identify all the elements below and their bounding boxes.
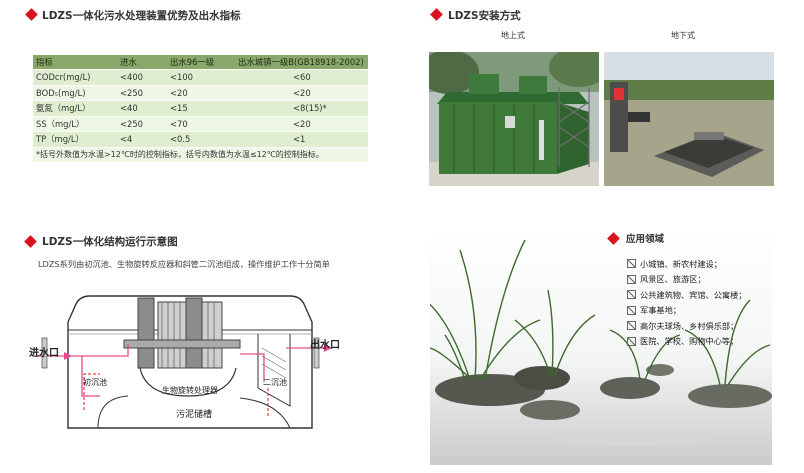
table-cell: <15 — [167, 100, 235, 117]
table-cell: CODcr(mg/L) — [33, 69, 117, 86]
section-marker-icon — [430, 8, 443, 21]
section-marker-icon — [25, 8, 38, 21]
table-row: CODcr(mg/L) <400 <100 <60 — [33, 69, 368, 86]
application-item: 高尔夫球场、乡村俱乐部； — [640, 320, 739, 331]
application-item: 风景区、旅游区； — [640, 274, 706, 285]
table-cell: <400 — [117, 69, 167, 86]
table-cell: <70 — [167, 116, 235, 132]
checkbox-icon — [627, 290, 636, 300]
effluent-spec-table: 指标 进水 出水96一级 出水城镇一级B(GB18918-2002) CODcr… — [33, 55, 368, 163]
checkbox-icon — [627, 274, 636, 284]
checkbox-icon — [627, 336, 636, 346]
bio-reactor-label: 生物旋转处理器 — [162, 386, 218, 395]
below-ground-tank-image — [604, 52, 774, 186]
table-footnote: *括号外数值为水温>12℃时的控制指标，括号内数值为水温≤12℃的控制指标。 — [33, 147, 368, 163]
table-cell: <250 — [117, 116, 167, 132]
application-item: 小城镇、新农村建设； — [640, 258, 722, 269]
applications-list: 小城镇、新农村建设； 风景区、旅游区； 公共建筑物、宾馆、公寓楼； 军事基地； … — [627, 256, 746, 349]
table-row: SS（mg/L） <250 <70 <20 — [33, 116, 368, 132]
table-row: TP（mg/L） <4 <0.5 <1 — [33, 131, 368, 148]
table-cell: <20 — [235, 85, 368, 101]
table-header: 进水 — [117, 55, 167, 70]
list-item: 小城镇、新农村建设； — [627, 256, 746, 272]
checkbox-icon — [627, 321, 636, 331]
table-cell: <20 — [167, 85, 235, 101]
above-ground-photo — [429, 52, 599, 186]
table-header: 出水96一级 — [167, 55, 235, 70]
below-ground-photo — [604, 52, 774, 186]
table-cell: <4 — [117, 131, 167, 148]
list-item: 公共建筑物、宾馆、公寓楼； — [627, 287, 746, 303]
list-item: 军事基地； — [627, 303, 746, 319]
list-item: 医院、学校、购物中心等； — [627, 334, 746, 350]
outlet-label: 出水口 — [310, 340, 340, 351]
table-cell: <1 — [235, 131, 368, 148]
structure-description: LDZS系列由初沉池、生物旋转反应器和斜管二沉池组成，操作维护工作十分简单 — [38, 259, 330, 269]
advantages-title: LDZS一体化污水处理装置优势及出水指标 — [42, 10, 241, 22]
above-ground-caption: 地上式 — [501, 31, 525, 40]
table-header: 出水城镇一级B(GB18918-2002) — [235, 55, 368, 70]
table-row: BOD₅(mg/L) <250 <20 <20 — [33, 85, 368, 101]
sludge-tank-label: 污泥储槽 — [176, 410, 213, 420]
table-cell: <8(15)* — [235, 100, 368, 117]
checkbox-icon — [627, 259, 636, 269]
application-item: 公共建筑物、宾馆、公寓楼； — [640, 289, 747, 300]
table-header: 指标 — [33, 55, 117, 70]
structure-diagram — [36, 295, 332, 429]
table-cell: <40 — [117, 100, 167, 117]
table-cell: <250 — [117, 85, 167, 101]
application-item: 医院、学校、购物中心等； — [640, 336, 739, 347]
install-title: LDZS安装方式 — [448, 10, 521, 22]
applications-title: 应用领域 — [626, 234, 665, 245]
table-cell: 氨氮（mg/L） — [33, 100, 117, 117]
table-cell: <0.5 — [167, 131, 235, 148]
inlet-label: 进水口 — [29, 348, 59, 359]
primary-tank-label: 初沉池 — [83, 378, 107, 387]
checkbox-icon — [627, 305, 636, 315]
above-ground-tank-image — [429, 52, 599, 186]
applications-background-image — [430, 230, 772, 465]
below-ground-caption: 地下式 — [671, 31, 695, 40]
table-cell: BOD₅(mg/L) — [33, 85, 117, 101]
zen-stones-grass-image — [430, 230, 772, 465]
list-item: 高尔夫球场、乡村俱乐部； — [627, 318, 746, 334]
table-cell: <60 — [235, 69, 368, 86]
list-item: 风景区、旅游区； — [627, 272, 746, 288]
structure-title: LDZS一体化结构运行示意图 — [42, 236, 178, 248]
table-row: 氨氮（mg/L） <40 <15 <8(15)* — [33, 100, 368, 117]
application-item: 军事基地； — [640, 305, 681, 316]
table-cell: TP（mg/L） — [33, 131, 117, 148]
table-header-row: 指标 进水 出水96一级 出水城镇一级B(GB18918-2002) — [33, 55, 368, 70]
secondary-tank-label: 二沉池 — [263, 378, 287, 387]
table-footnote-row: *括号外数值为水温>12℃时的控制指标，括号内数值为水温≤12℃的控制指标。 — [33, 147, 368, 163]
table-cell: <20 — [235, 116, 368, 132]
table-cell: SS（mg/L） — [33, 116, 117, 132]
section-marker-icon — [24, 235, 37, 248]
table-cell: <100 — [167, 69, 235, 86]
